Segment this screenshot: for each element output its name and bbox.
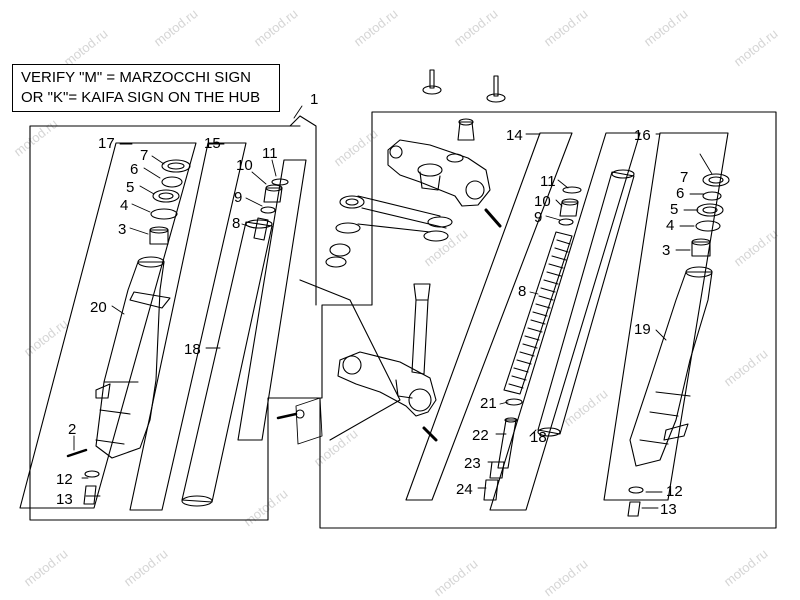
callout-19: 19: [634, 321, 651, 338]
callout-23: 23: [464, 455, 481, 472]
marzocchi-kaifa-note: VERIFY "M" = MARZOCCHI SIGN OR "K"= KAIF…: [12, 64, 280, 112]
callout-11-right: 11: [540, 173, 556, 190]
leader-lines: [73, 105, 713, 509]
callout-4-left: 4: [120, 197, 128, 214]
top-bolts: [422, 69, 506, 228]
callout-17: 17: [98, 135, 115, 152]
callout-5-left: 5: [126, 179, 134, 196]
note-line-2: OR "K"= KAIFA SIGN ON THE HUB: [21, 89, 261, 106]
callout-18-right: 18: [530, 429, 547, 446]
note-line-1: VERIFY "M" = MARZOCCHI SIGN: [21, 69, 251, 86]
left-bottom-bolt: [66, 448, 100, 505]
right-spring-parts: [558, 186, 582, 226]
callout-9-right: 9: [534, 209, 542, 226]
callout-4-right: 4: [666, 217, 674, 234]
center-bracket-bolt: [276, 397, 323, 445]
callout-3-left: 3: [118, 221, 126, 238]
callout-21: 21: [480, 395, 497, 412]
assembly-frames: [19, 111, 777, 529]
left-spring-parts: [260, 178, 289, 214]
callout-6-right: 6: [676, 185, 684, 202]
callout-2: 2: [68, 421, 76, 438]
callout-13-left: 13: [56, 491, 73, 508]
upper-triple-clamp: [387, 139, 491, 207]
callout-9-left: 9: [234, 189, 242, 206]
right-fork-spring: [503, 231, 573, 395]
lower-triple-clamp: [299, 279, 438, 442]
callout-3-right: 3: [662, 242, 670, 259]
right-inner-tube: [537, 169, 635, 437]
callout-labels: 1 17 15 7 6 5 4 3 10 11 9 8 18 20 2 12 1…: [56, 91, 688, 518]
left-fork-leg: [95, 256, 171, 459]
callout-14: 14: [506, 127, 523, 144]
callout-10-left: 10: [236, 157, 253, 174]
callout-7-right: 7: [680, 169, 688, 186]
left-seals-stack: [149, 159, 191, 245]
right-seals-stack: [691, 173, 730, 257]
callout-24: 24: [456, 481, 473, 498]
callout-11-left: 11: [262, 145, 278, 162]
steering-bearings: [325, 195, 453, 268]
callout-22: 22: [472, 427, 489, 444]
callout-16: 16: [634, 127, 651, 144]
callout-13-right: 13: [660, 501, 677, 518]
callout-12-right: 12: [666, 483, 683, 500]
callout-8-left: 8: [232, 215, 240, 232]
callout-15: 15: [204, 135, 221, 152]
damper-rod-parts: [483, 398, 523, 501]
callout-10-right: 10: [534, 193, 551, 210]
right-bottom-bolt: [627, 486, 644, 517]
right-fork-leg: [629, 266, 713, 467]
callout-20: 20: [90, 299, 107, 316]
callout-12-left: 12: [56, 471, 73, 488]
callout-7-left: 7: [140, 147, 148, 164]
callout-1: 1: [310, 91, 318, 108]
left-inner-tube: [181, 217, 273, 507]
callout-18-left: 18: [184, 341, 201, 358]
callout-8-right: 8: [518, 283, 526, 300]
callout-6-left: 6: [130, 161, 138, 178]
callout-5-right: 5: [670, 201, 678, 218]
